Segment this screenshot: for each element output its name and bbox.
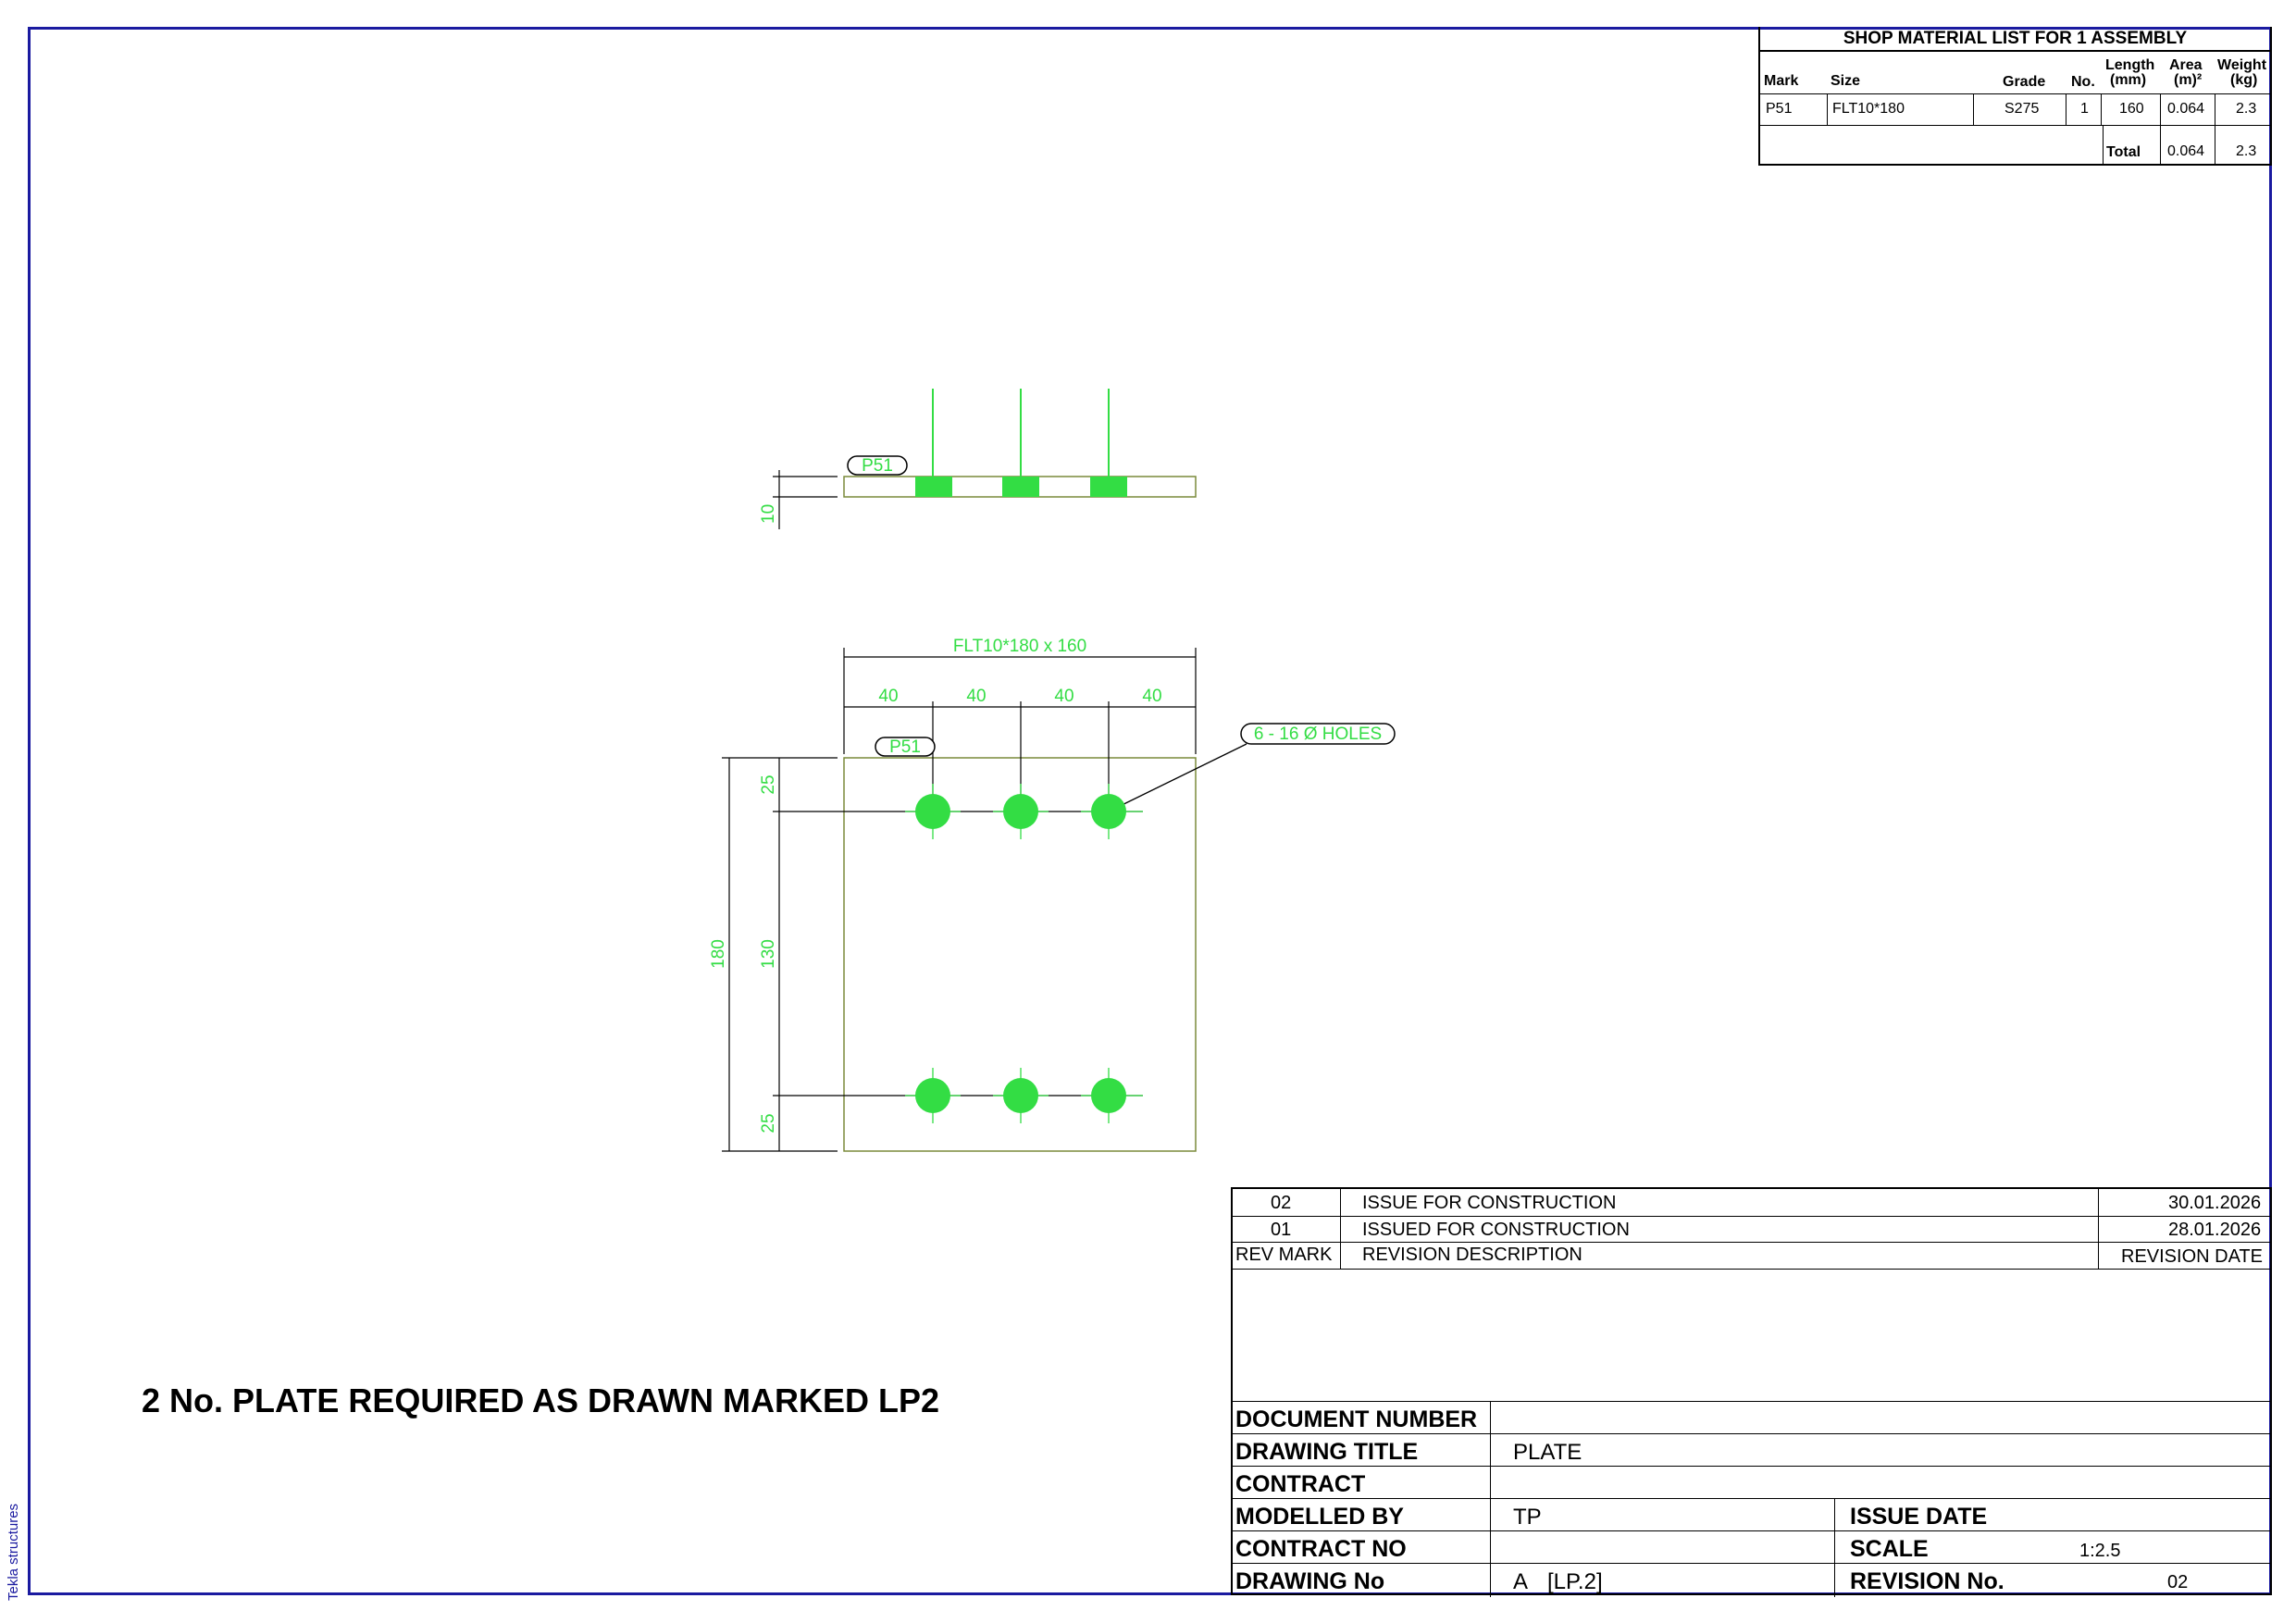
bolt-section [1002, 477, 1039, 497]
rev-mark: 02 [1271, 1193, 1292, 1213]
row-no: 1 [2080, 101, 2089, 117]
drawing-title: PLATE [1513, 1440, 1582, 1465]
hole [993, 784, 1049, 839]
plate-outline [843, 757, 1197, 1152]
title-block: 02 ISSUE FOR CONSTRUCTION 30.01.2026 01 … [1231, 1187, 2272, 1597]
row-length: 160 [2119, 101, 2144, 117]
thickness-dimension: 10 [759, 504, 778, 524]
leader-line [1108, 743, 1247, 812]
modelled-by: TP [1513, 1505, 1542, 1530]
drawing-no: [LP.2] [1547, 1569, 1603, 1594]
rev-description: ISSUE FOR CONSTRUCTION [1362, 1193, 1617, 1213]
hole-spacing-dim: 40 [966, 687, 986, 706]
scale-value: 1:2.5 [2079, 1541, 2121, 1561]
rev-date-header: REVISION DATE [2121, 1246, 2263, 1267]
part-mark-label: P51 [889, 737, 921, 757]
hole-note-label: 6 - 16 Ø HOLES [1254, 725, 1382, 744]
revision-no-label: REVISION No. [1850, 1568, 2004, 1594]
material-list: SHOP MATERIAL LIST FOR 1 ASSEMBLY Mark S… [1758, 27, 2272, 166]
hole [993, 1068, 1049, 1123]
col-grade: Grade [2003, 74, 2046, 90]
col-weight-unit: (kg) [2230, 72, 2258, 88]
side-view: P51 10 [759, 389, 1197, 529]
revision-no: 02 [2167, 1572, 2189, 1592]
material-list-title: SHOP MATERIAL LIST FOR 1 ASSEMBLY [1760, 27, 2270, 52]
col-area-unit: (m)² [2174, 72, 2203, 88]
hole-spacing-dim: 40 [878, 687, 898, 706]
plan-view: FLT10*180 x 160 40 40 40 40 P51 6 - 16 Ø… [709, 637, 1396, 1152]
drawing-no-label: DRAWING No [1235, 1568, 1385, 1594]
sheet-border [28, 27, 2272, 1595]
total-area: 0.064 [2167, 143, 2205, 159]
edge-distance-dim: 25 [759, 774, 778, 794]
col-no: No. [2071, 74, 2095, 90]
part-mark-tag [847, 455, 908, 476]
rev-date: 30.01.2026 [2168, 1193, 2262, 1213]
contract-label: CONTRACT [1235, 1471, 1366, 1497]
hole [905, 1068, 961, 1123]
holes [905, 784, 1143, 1123]
drawing-title-label: DRAWING TITLE [1235, 1439, 1419, 1465]
row-mark: P51 [1766, 101, 1793, 117]
col-weight: Weight [2217, 57, 2267, 73]
hole [1081, 784, 1143, 839]
bolt-section [1090, 477, 1127, 497]
part-mark-tag [875, 737, 936, 757]
document-number-label: DOCUMENT NUMBER [1235, 1406, 1478, 1432]
contract-no-label: CONTRACT NO [1235, 1536, 1407, 1562]
rev-description: ISSUED FOR CONSTRUCTION [1362, 1220, 1630, 1240]
modelled-by-label: MODELLED BY [1235, 1504, 1404, 1530]
col-size: Size [1831, 73, 1861, 89]
part-mark-label: P51 [862, 456, 893, 476]
height-total-dim: 180 [709, 939, 728, 969]
col-length-unit: (mm) [2110, 72, 2147, 88]
hole-spacing-dim: 40 [1054, 687, 1074, 706]
hole [905, 784, 961, 839]
bolt-section [915, 477, 952, 497]
hole-pitch-dim: 130 [759, 939, 778, 969]
rev-mark: 01 [1271, 1220, 1292, 1240]
row-grade: S275 [2004, 101, 2040, 117]
hole [1081, 1068, 1143, 1123]
col-area: Area [2169, 57, 2203, 73]
total-label: Total [2106, 144, 2141, 160]
col-mark: Mark [1764, 73, 1799, 89]
col-length: Length [2105, 57, 2155, 73]
issue-date-label: ISSUE DATE [1850, 1504, 1988, 1530]
row-area: 0.064 [2167, 101, 2205, 117]
scale-label: SCALE [1850, 1536, 1929, 1562]
rev-description-header: REVISION DESCRIPTION [1362, 1245, 1582, 1265]
hole-spacing-dim: 40 [1142, 687, 1161, 706]
row-size: FLT10*180 [1832, 101, 1905, 117]
drawing-no-prefix: A [1513, 1569, 1529, 1594]
row-weight: 2.3 [2236, 101, 2257, 117]
total-weight: 2.3 [2236, 143, 2257, 159]
edge-distance-dim: 25 [759, 1113, 778, 1133]
rev-date: 28.01.2026 [2168, 1220, 2262, 1240]
overall-dimension: FLT10*180 x 160 [953, 637, 1086, 656]
rev-mark-header: REV MARK [1235, 1245, 1333, 1265]
fabrication-note: 2 No. PLATE REQUIRED AS DRAWN MARKED LP2 [142, 1381, 940, 1419]
hole-note-tag [1240, 723, 1396, 745]
